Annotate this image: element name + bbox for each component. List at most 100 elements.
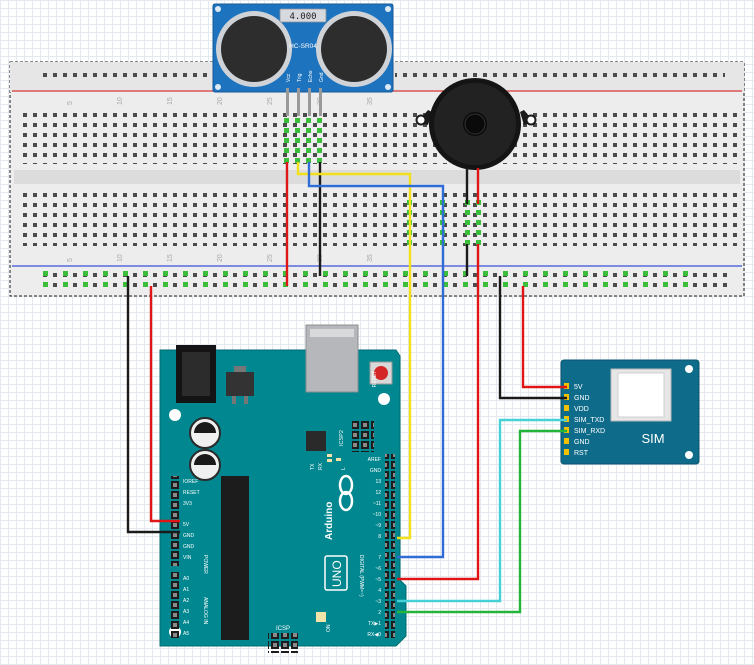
ultrasonic-sensor: 4.000 HC-SR04 Vcc Trig Echo Gnd [212, 3, 394, 116]
sim-pin-label: VDD [574, 406, 589, 413]
digital-pin-label: 12 [375, 490, 381, 496]
icsp2-header [352, 420, 374, 452]
analog-pin-label: A0 [183, 576, 189, 582]
column-number: 5 [67, 101, 74, 105]
digital-pin-label: 2 [378, 610, 381, 616]
bottom-rail-holes [42, 270, 732, 288]
digital-pin-label: ~5 [375, 577, 381, 583]
crystal-label: 4.000 [289, 12, 316, 22]
column-number: 20 [217, 254, 224, 262]
column-number: 25 [267, 97, 274, 105]
digital-pin-label: AREF [368, 457, 381, 463]
wire-buzzer-pin5 [397, 244, 480, 581]
on-led-label: ON [326, 624, 332, 632]
analog-pin-label: A5 [183, 631, 189, 637]
upper-terminal-strip [20, 108, 740, 164]
column-number: 15 [167, 97, 174, 105]
digital-header-label: DIGITAL (PWM=~) [358, 555, 364, 597]
sensor-pin-label: Vcc [286, 73, 292, 82]
sensor-transmitter [221, 16, 287, 82]
column-number: 10 [117, 254, 124, 262]
tx-led-label: TX [310, 463, 316, 470]
analog-header-label: ANALOG IN [202, 597, 208, 625]
digital-pin-label: GND [370, 468, 382, 474]
icsp-header [268, 633, 298, 653]
column-number: 20 [217, 97, 224, 105]
digital-pin-label: ~9 [375, 523, 381, 529]
digital-pin-label: ~3 [375, 599, 381, 605]
power-pin-label: IOREF [183, 479, 198, 485]
on-led [316, 612, 326, 622]
column-number: 35 [367, 254, 374, 262]
wire-sim-gnd [498, 276, 567, 400]
digital-pin-label: ~6 [375, 566, 381, 572]
analog-pin-label: A1 [183, 587, 189, 593]
digital-pin-label: TX▶1 [368, 621, 381, 627]
column-number: 35 [367, 97, 374, 105]
wire-echo-bb [307, 162, 445, 244]
digital-pin-label: 8 [378, 534, 381, 540]
digital-pin-label: ~11 [373, 501, 381, 507]
analog-pin-label: A2 [183, 598, 189, 604]
arduino-logo: Arduino UNO [324, 474, 354, 591]
top-rail-holes-right [395, 67, 725, 83]
arduino-uno: RESET ICSP2 TX RX L Arduino UNO ICSP ON … [159, 324, 407, 653]
piezo-buzzer [415, 78, 537, 170]
wire-5v-rail [149, 286, 180, 523]
sim-module: SIM 5V GND VDD SIM_TXD SIM_RXD GND RST [560, 359, 700, 465]
breadboard: 5 10 15 20 25 30 35 5 10 15 20 25 30 35 [9, 61, 745, 297]
digital-pin-label: 7 [378, 555, 381, 561]
power-pin-label: VIN [183, 555, 192, 561]
rx-led-label: RX [318, 462, 324, 470]
sim-pin-label: 5V [574, 384, 583, 391]
digital-pin-label: 4 [378, 588, 381, 594]
wire-trig-pin8 [397, 244, 412, 540]
sim-pin-label: RST [574, 450, 589, 457]
column-number: 5 [67, 258, 74, 262]
analog-pin-label: A4 [183, 620, 189, 626]
sensor-receiver [321, 16, 387, 82]
column-number: 10 [117, 97, 124, 105]
atmega-chip [221, 476, 249, 640]
sensor-model-label: HC-SR04 [289, 43, 317, 50]
digital-header-lower [385, 552, 395, 638]
digital-header-upper [385, 454, 395, 549]
l-led-label: L [341, 467, 347, 470]
top-rail-holes-left [42, 67, 212, 83]
reset-button-cap[interactable] [374, 366, 388, 380]
analog-header [170, 572, 180, 638]
wire-echo-pin7 [397, 244, 445, 559]
digital-pin-label: ~10 [373, 512, 382, 518]
power-pin-label: 5V [183, 522, 190, 528]
wire-sim-txd [397, 418, 567, 603]
icsp-label: ICSP [276, 626, 290, 632]
center-channel [14, 170, 740, 184]
sim-pin-label: GND [574, 395, 590, 402]
reset-label: RESET [372, 371, 378, 388]
wire-sim-5v [521, 286, 567, 389]
crystal [279, 8, 327, 23]
sensor-pin-label: Echo [308, 70, 314, 82]
sensor-pin-label: Gnd [319, 72, 325, 82]
sensor-pins [286, 88, 322, 116]
lower-terminal-strip [20, 190, 740, 246]
voltage-regulator [226, 372, 254, 396]
sim-pin-label: SIM_TXD [574, 417, 604, 424]
power-pin-label: GND [183, 533, 195, 539]
power-pin-label: RESET [183, 490, 200, 496]
sensor-pin-label: Trig [297, 73, 303, 82]
power-pin-label: GND [183, 544, 195, 550]
wires [126, 162, 567, 614]
wire-trig-bb [296, 162, 412, 244]
column-number: 25 [267, 254, 274, 262]
sim-pin-label: GND [574, 439, 590, 446]
digital-pin-label: 13 [375, 479, 381, 485]
sim-module-title: SIM [641, 431, 664, 446]
power-pin-label: 3V3 [183, 501, 192, 507]
wire-sim-rxd [397, 429, 567, 614]
sim-pin-label: SIM_RXD [574, 428, 605, 435]
icsp2-label: ICSP2 [339, 430, 345, 446]
column-number: 15 [167, 254, 174, 262]
usb-chip [306, 431, 326, 451]
